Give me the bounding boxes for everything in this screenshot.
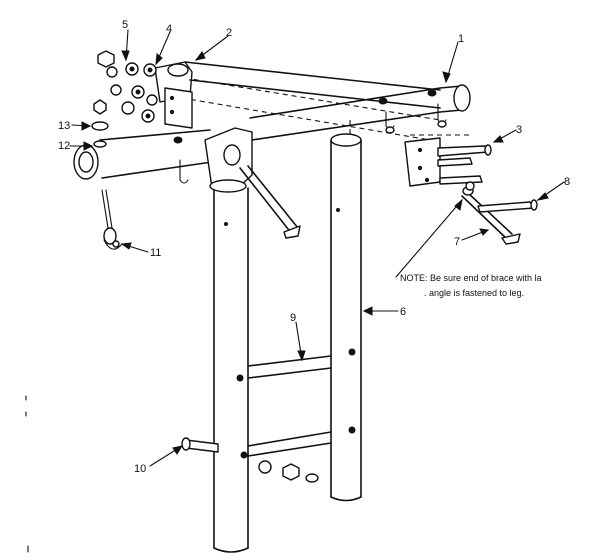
note-line-1: NOTE: Be sure end of brace with la: [400, 273, 542, 283]
bottom-bolt-hardware: [181, 437, 319, 483]
tee-connector: [204, 127, 253, 193]
callout-4: 4: [166, 23, 172, 35]
callout-labels: 1 2 3 4 5 6 7 8 9 10 11 12 13: [58, 19, 570, 475]
callout-7: 7: [454, 236, 460, 248]
callout-11: 11: [150, 247, 161, 259]
callout-9: 9: [290, 312, 296, 324]
bolt-group-right: [437, 144, 538, 213]
callout-8: 8: [564, 176, 570, 188]
arrowheads: [81, 50, 549, 455]
left-leg: [213, 187, 249, 553]
callout-6: 6: [400, 306, 406, 318]
callout-10: 10: [134, 463, 146, 475]
nuts-washers-left: [97, 50, 158, 123]
chain-hook: [101, 189, 123, 250]
center-hook: [179, 159, 189, 184]
ladder-rungs: [247, 355, 332, 457]
top-rail-right: [249, 84, 471, 141]
edge-marks: [25, 395, 29, 553]
hardware-12-13: [91, 99, 109, 148]
callout-1: 1: [458, 33, 464, 45]
callout-5: 5: [122, 19, 128, 31]
top-rail-left: [73, 129, 213, 180]
right-bracket-plate: [404, 137, 441, 187]
right-leg: [330, 133, 362, 502]
callout-13: 13: [58, 120, 70, 132]
right-brace: [461, 186, 521, 245]
leader-lines: [69, 29, 565, 467]
left-brace: [239, 165, 301, 239]
callout-12: 12: [58, 140, 70, 152]
callout-3: 3: [516, 124, 522, 136]
hook-hardware-top: [385, 103, 447, 134]
rear-top-rail: [154, 61, 441, 109]
rear-crossbar-hidden-lines: [181, 77, 470, 141]
callout-2: 2: [226, 27, 232, 39]
note-line-2: . angle is fastened to leg.: [424, 288, 524, 298]
assembly-note: NOTE: Be sure end of brace with la . ang…: [400, 273, 542, 298]
rear-bracket-plate: [164, 87, 193, 129]
